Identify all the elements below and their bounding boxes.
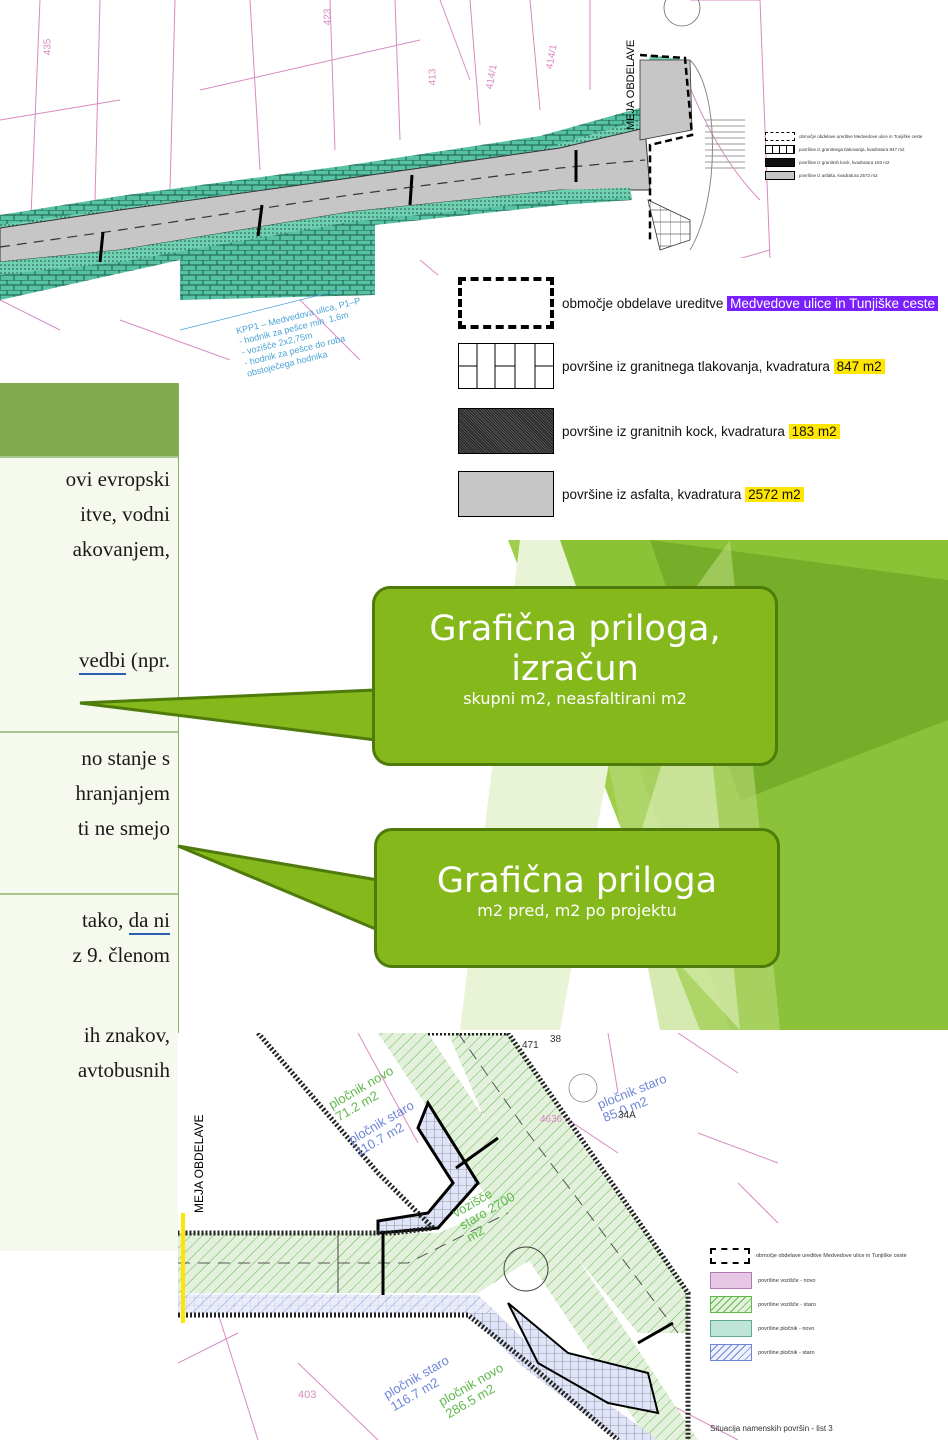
cobble-swatch	[765, 158, 795, 167]
meja-label-top: MEJA OBDELAVE	[625, 39, 637, 130]
row-divider	[0, 456, 178, 458]
granite-paving-swatch	[458, 343, 554, 389]
bottom-map-image: MEJA OBDELAVE pločnik novo 71.2 m2 pločn…	[178, 1033, 948, 1440]
callout-graphic-attachment-calc: Grafična priloga, izračun skupni m2, nea…	[372, 586, 778, 766]
table-text-line: ti ne smejo	[77, 816, 170, 840]
sidewalk-new-swatch	[710, 1320, 752, 1337]
parcel-number: 471	[522, 1040, 539, 1051]
parcel-number: 403	[298, 1389, 317, 1401]
table-text-line: akovanjem,	[72, 537, 170, 561]
legend-row-boundary: območje obdelave ureditve Medvedove ulic…	[710, 1248, 907, 1264]
callout-title: Grafična priloga, izračun	[429, 609, 721, 689]
small-legend-text: površine iz asfalta, kvadratura 2572 m2	[799, 173, 878, 178]
granite-swatch	[765, 145, 795, 154]
legend-label: površine iz asfalta, kvadratura	[562, 486, 746, 502]
legend-row: površine iz granitnega tlakovanja, kvadr…	[458, 343, 885, 389]
legend-text: območje obdelave ureditve Medvedove ulic…	[562, 295, 938, 311]
legend-text: površine iz asfalta, kvadratura 2572 m2	[562, 486, 804, 502]
granite-cobble-swatch	[458, 408, 554, 454]
meja-label-bottom: MEJA OBDELAVE	[192, 1114, 206, 1213]
callout-title: Grafična priloga	[436, 861, 718, 901]
callout-pointer-2	[177, 844, 380, 933]
legend-highlight: 847 m2	[833, 358, 885, 374]
dashed-swatch	[710, 1248, 750, 1264]
table-text-line: z 9. členom	[72, 943, 170, 967]
legend-row-road-old: površine vozišče - staro	[710, 1296, 816, 1313]
parcel-number: 435	[42, 38, 54, 56]
legend-row: površine iz granitnih kock, kvadratura 1…	[458, 408, 840, 454]
legend-label: površine iz granitnih kock, kvadratura	[562, 423, 789, 439]
document-table-excerpt: ovi evropski itve, vodni akovanjem, vedb…	[0, 383, 179, 1251]
underlined-text: vedbi	[79, 648, 126, 675]
top-map-drawing	[0, 0, 771, 360]
legend-text: površine iz granitnih kock, kvadratura 1…	[562, 423, 840, 439]
parcel-number: 413	[427, 68, 439, 86]
callout-graphic-attachment: Grafična priloga m2 pred, m2 po projektu	[374, 828, 780, 968]
legend-text: površine vozišče - staro	[758, 1301, 816, 1308]
asphalt-swatch	[458, 471, 554, 517]
legend-row-road-new: površine vozišče - novo	[710, 1272, 815, 1289]
legend-text: površine iz granitnega tlakovanja, kvadr…	[562, 358, 885, 374]
small-legend-text: površine iz granitnih kock, kvadratura 1…	[799, 160, 890, 165]
top-map-small-legend: območje obdelave ureditve Medvedove ulic…	[765, 130, 948, 182]
legend-text: površine pločnik - staro	[758, 1349, 815, 1356]
table-header-band	[0, 383, 178, 456]
legend-text: območje obdelave ureditve Medvedove ulic…	[756, 1253, 907, 1259]
small-legend-text: območje obdelave ureditve Medvedove ulic…	[799, 134, 923, 139]
legend-highlight: Medvedove ulice in Tunjiške ceste	[727, 295, 938, 311]
legend-text: površine vozišče - novo	[758, 1277, 816, 1284]
row-divider	[0, 731, 178, 733]
road-new-swatch	[710, 1272, 752, 1289]
legend-highlight: 2572 m2	[745, 486, 804, 502]
small-legend-row: površine iz asfalta, kvadratura 2572 m2	[765, 169, 948, 182]
legend-text: površine pločnik - novo	[758, 1325, 815, 1332]
bottom-legend: območje obdelave ureditve Medvedove ulic…	[710, 1248, 948, 1440]
callout-subtitle: skupni m2, neasfaltirani m2	[463, 689, 687, 708]
parcel-number: 38	[550, 1034, 562, 1045]
sidewalk-old-swatch	[710, 1344, 752, 1361]
parcel-number: 423	[322, 8, 334, 26]
bottom-map-drawing	[178, 1033, 779, 1440]
legend-row: površine iz asfalta, kvadratura 2572 m2	[458, 471, 804, 517]
map-caption: Situacija namenskih površin - list 3	[710, 1424, 833, 1433]
small-legend-row: površine iz granitnega tlakovanja, kvadr…	[765, 143, 948, 156]
parcel-number: 4636	[540, 1114, 563, 1125]
small-legend-row: območje obdelave ureditve Medvedove ulic…	[765, 130, 948, 143]
table-text-line: ih znakov,	[83, 1023, 170, 1047]
table-text-line: ovi evropski	[65, 467, 170, 491]
table-text-line: avtobusnih	[77, 1058, 170, 1082]
parcel-number: 34A	[618, 1110, 636, 1121]
legend-label: površine iz granitnega tlakovanja, kvadr…	[562, 358, 834, 374]
callout-subtitle: m2 pred, m2 po projektu	[477, 901, 677, 920]
dashed-boundary-swatch	[458, 277, 554, 329]
underlined-text: da ni	[128, 908, 170, 935]
legend-row: območje obdelave ureditve Medvedove ulic…	[458, 277, 938, 329]
paving-pattern	[459, 344, 553, 388]
asphalt-swatch	[765, 171, 795, 180]
table-text-line: hranjanjem	[75, 781, 170, 805]
legend-label: območje obdelave ureditve	[562, 295, 728, 311]
table-text-line: itve, vodni	[80, 502, 170, 526]
legend-row-sidewalk-new: površine pločnik - novo	[710, 1320, 814, 1337]
small-legend-row: površine iz granitnih kock, kvadratura 1…	[765, 156, 948, 169]
table-text-line: vedbi (npr.	[79, 648, 170, 675]
row-divider	[0, 893, 178, 895]
road-old-swatch	[710, 1296, 752, 1313]
table-text-fragment: (npr.	[125, 648, 170, 672]
table-text-line: tako, da ni	[81, 908, 170, 935]
area-legend-card: območje obdelave ureditve Medvedove ulic…	[438, 258, 948, 520]
small-legend-text: površine iz granitnega tlakovanja, kvadr…	[799, 147, 905, 152]
legend-row-sidewalk-old: površine pločnik - staro	[710, 1344, 815, 1361]
dashed-swatch	[765, 132, 795, 141]
table-text-fragment: tako,	[81, 908, 129, 932]
legend-highlight: 183 m2	[788, 423, 840, 439]
table-text-line: no stanje s	[81, 746, 170, 770]
